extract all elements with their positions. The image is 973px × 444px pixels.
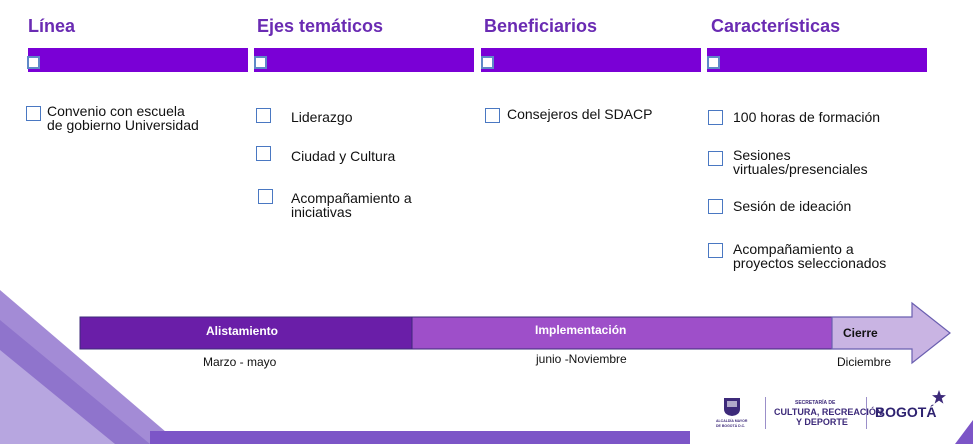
header-bar-beneficiarios — [481, 48, 701, 72]
list-item: Liderazgo — [291, 109, 353, 125]
checkbox[interactable] — [708, 199, 723, 214]
checkbox[interactable] — [256, 146, 271, 161]
header-checkbox-caracteristicas — [707, 56, 720, 69]
header-checkbox-linea — [27, 56, 40, 69]
list-item: Consejeros del SDACP — [507, 106, 653, 122]
list-item: Ciudad y Cultura — [291, 148, 396, 164]
header-bar-ejes — [254, 48, 474, 72]
bogota-logo: BOGOTÁ — [875, 404, 937, 420]
header-bar-linea — [28, 48, 248, 72]
secretaria-line3: Y DEPORTE — [796, 417, 848, 427]
list-item: Acompañamiento a proyectos seleccionados — [733, 241, 887, 271]
phase-period-implementacion: junio -Noviembre — [536, 352, 627, 366]
checkbox[interactable] — [256, 108, 271, 123]
checkbox[interactable] — [708, 243, 723, 258]
checkbox[interactable] — [708, 151, 723, 166]
alcaldia-shield-icon — [724, 398, 740, 416]
column-title-beneficiarios: Beneficiarios — [484, 16, 598, 36]
list-item: Acompañamiento a iniciativas — [291, 190, 412, 220]
secretaria-line2: CULTURA, RECREACIÓN — [774, 407, 883, 417]
checkbox[interactable] — [26, 106, 41, 121]
header-bar-caracteristicas — [707, 48, 927, 72]
header-checkbox-beneficiarios — [481, 56, 494, 69]
column-title-ejes: Ejes temáticos — [257, 16, 384, 36]
secretaria-line1: SECRETARÍA DE — [795, 400, 836, 406]
checkbox[interactable] — [258, 189, 273, 204]
column-title-linea: Línea — [28, 16, 76, 36]
column-title-caracteristicas: Características — [711, 16, 841, 36]
list-item: Convenio con escuela de gobierno Univers… — [47, 103, 199, 133]
list-item: 100 horas de formación — [733, 109, 881, 125]
phase-period-alistamiento: Marzo - mayo — [203, 355, 277, 369]
alcaldia-line2: DE BOGOTÁ D.C. — [716, 424, 746, 428]
phase-label-implementacion: Implementación — [535, 323, 627, 337]
checkbox[interactable] — [708, 110, 723, 125]
phase-period-cierre: Diciembre — [837, 355, 892, 369]
header-checkbox-ejes — [254, 56, 267, 69]
alcaldia-line1: ALCALDÍA MAYOR — [716, 419, 748, 423]
list-item: Sesiones virtuales/presenciales — [733, 147, 868, 177]
phase-label-cierre: Cierre — [843, 326, 878, 340]
logo-divider — [866, 397, 867, 429]
star-icon — [932, 390, 946, 404]
logo-divider — [765, 397, 766, 429]
list-item: Sesión de ideación — [733, 198, 852, 214]
checkbox[interactable] — [485, 108, 500, 123]
phase-label-alistamiento: Alistamiento — [206, 324, 279, 338]
